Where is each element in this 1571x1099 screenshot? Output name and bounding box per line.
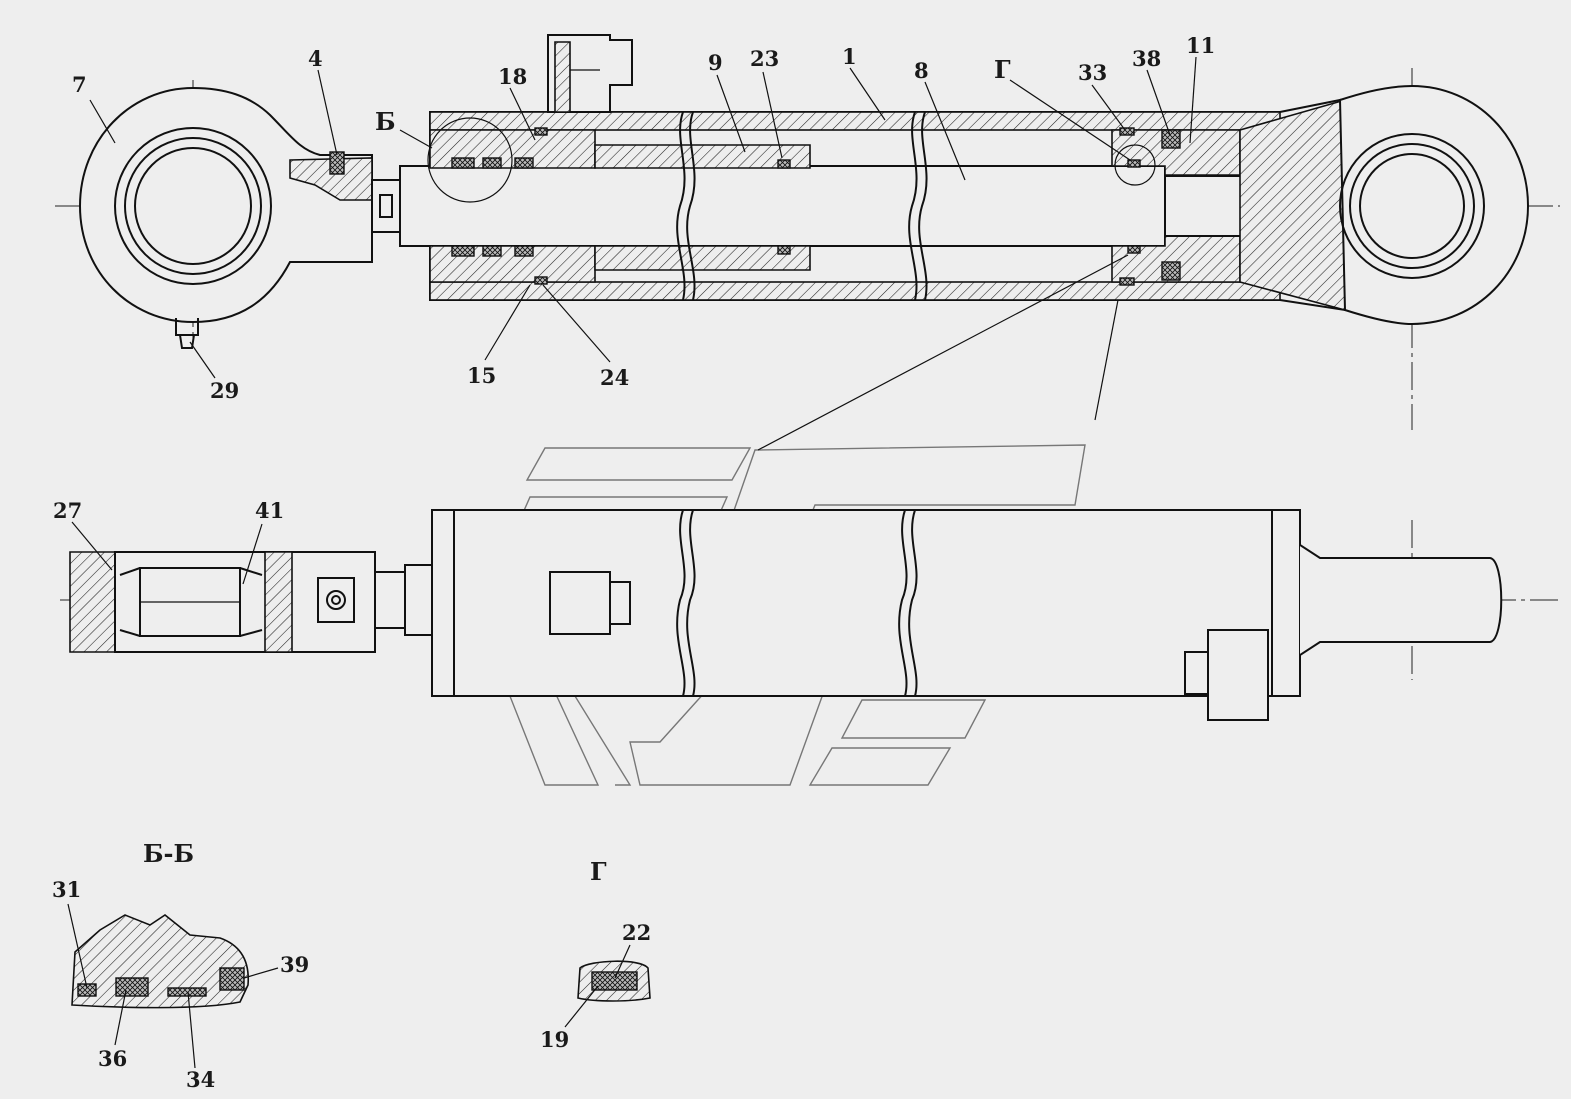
label-18: 18 [498,64,527,89]
label-15: 15 [467,363,496,388]
label-9: 9 [708,50,723,75]
label-24: 24 [600,365,629,390]
label-g: Г [994,55,1011,84]
label-39: 39 [280,952,309,977]
section-bb-detail [67,903,279,1069]
detail-g-circle [1114,144,1156,186]
label-27: 27 [53,498,82,523]
label-7: 7 [72,72,87,97]
label-31: 31 [52,877,81,902]
detail-b-circle [427,117,513,203]
right-eye [1338,84,1530,326]
label-33: 33 [1078,60,1107,85]
leader-lines [71,56,1197,585]
left-rod-eye [78,86,373,324]
label-19: 19 [540,1027,569,1052]
label-36: 36 [98,1046,127,1071]
label-11: 11 [1186,33,1215,58]
label-22: 22 [622,920,651,945]
part-labels: 7 4 Б 18 9 23 1 8 Г 33 38 11 29 15 24 27… [52,33,1215,1092]
label-23: 23 [750,46,779,71]
label-41: 41 [255,498,284,523]
label-4: 4 [308,46,323,71]
label-1: 1 [842,44,857,69]
detail-g-title: Г [590,857,607,886]
section-bb-title: Б-Б [143,839,194,868]
label-34: 34 [186,1067,215,1092]
bottom-exterior-view [60,509,1560,721]
label-b: Б [375,107,396,136]
detail-g [564,944,651,1028]
label-38: 38 [1132,46,1161,71]
top-section-view [55,34,1560,430]
label-8: 8 [914,58,929,83]
label-29: 29 [210,378,239,403]
